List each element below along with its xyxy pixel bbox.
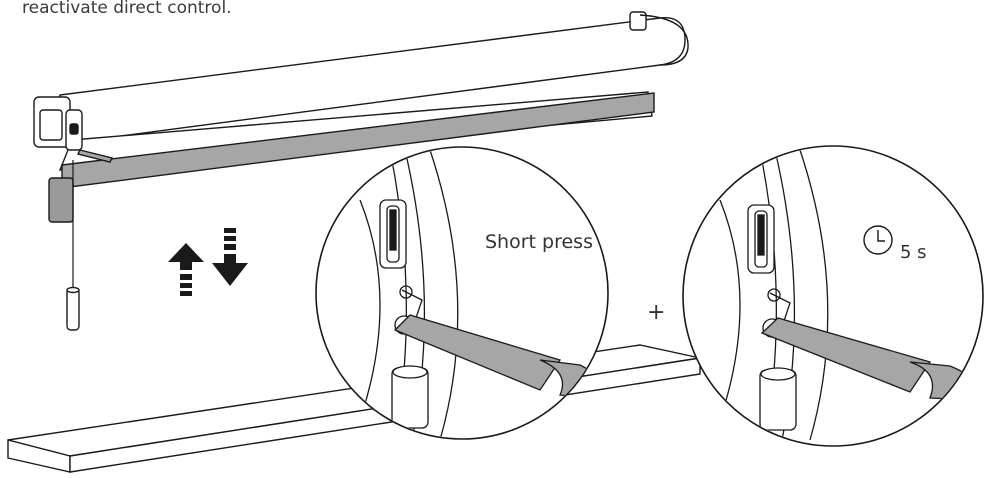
zoom-circle-short-press: Short press xyxy=(315,146,609,440)
clock-icon xyxy=(863,225,893,255)
duration-label: 5 s xyxy=(900,242,927,263)
up-down-arrows-icon xyxy=(168,228,248,296)
instruction-caption: reactivate direct control. xyxy=(22,0,232,20)
short-press-label: Short press xyxy=(485,231,593,253)
plus-sign: + xyxy=(647,300,665,325)
instruction-caption-line2: reactivate direct control. xyxy=(22,0,232,18)
roller-blind xyxy=(33,11,689,331)
zoom-circle-hold-5s: 5 s xyxy=(682,145,984,447)
